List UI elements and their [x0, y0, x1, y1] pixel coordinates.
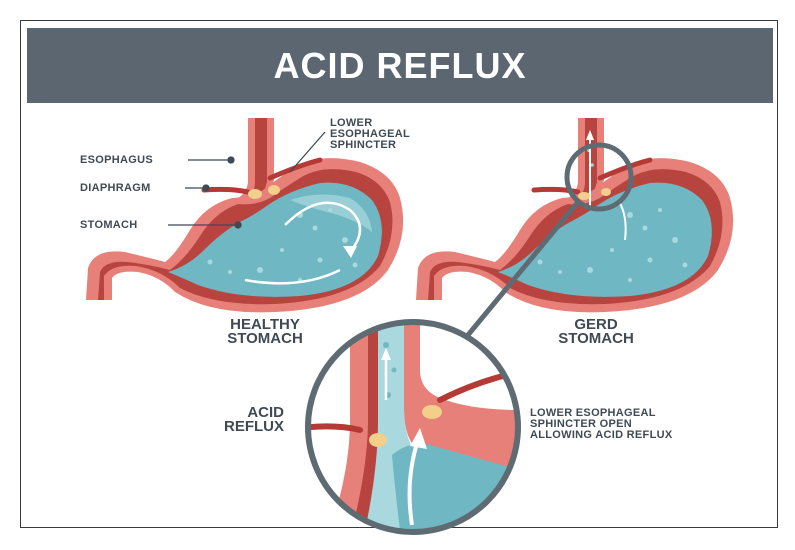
label-diaphragm: DIAPHRAGM: [80, 183, 151, 194]
caption-gerd-stomach: GERD STOMACH: [536, 318, 656, 346]
label-esophagus: ESOPHAGUS: [80, 155, 153, 166]
caption-healthy-stomach: HEALTHY STOMACH: [205, 318, 325, 346]
label-stomach: STOMACH: [80, 220, 138, 231]
label-lower-esophageal-sphincter: LOWER ESOPHAGEAL SPHINCTER: [330, 118, 410, 151]
label-acid-reflux: ACID REFLUX: [204, 406, 284, 434]
gerd-stomach-illustration: [416, 118, 733, 312]
zoomed-sphincter-view: [300, 310, 520, 532]
label-sphincter-open: LOWER ESOPHAGEAL SPHINCTER OPEN ALLOWING…: [530, 408, 672, 441]
